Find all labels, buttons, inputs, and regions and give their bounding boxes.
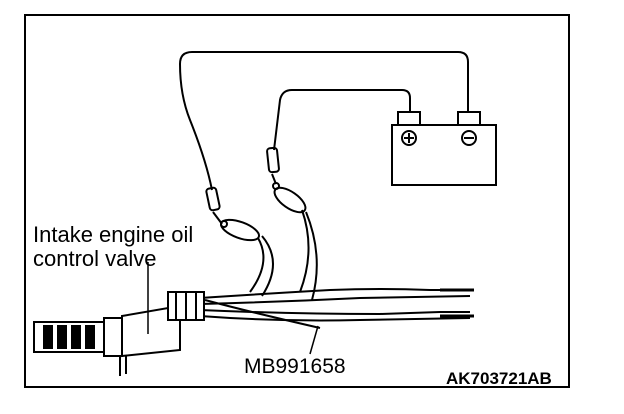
clip-left [220,218,260,242]
lead-connector-right [266,146,280,174]
battery-positive-terminal [397,111,421,126]
lead-connector-left [205,186,221,212]
battery [391,111,497,186]
valve-label-line-1: Intake engine oil [33,222,194,247]
valve-body [121,306,181,358]
positive-lead [273,89,411,151]
leader-lines [147,262,319,355]
tool-leader [309,325,319,355]
battery-negative-terminal [457,111,481,126]
valve-flange [103,317,123,357]
harness [199,288,474,329]
oil-control-valve [33,291,205,376]
figure-code-label: AK703721AB [446,369,552,388]
negative-lead [178,51,469,191]
tool-number-label: MB991658 [244,355,346,378]
valve-label-line-2: control valve [33,246,157,271]
